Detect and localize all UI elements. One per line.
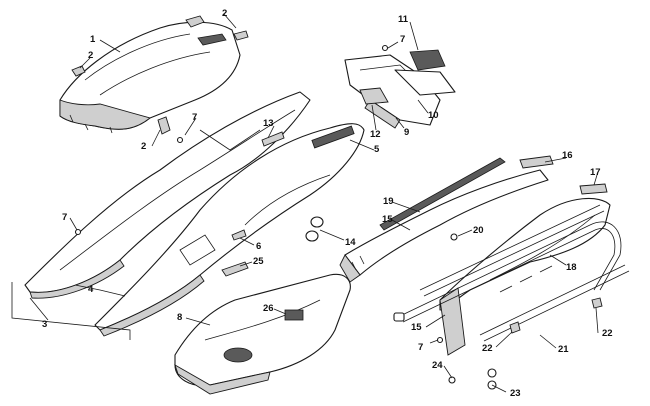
callout-14: 14 (345, 237, 356, 248)
callout-8: 8 (177, 312, 182, 323)
callout-4: 4 (88, 284, 94, 295)
callout-12: 12 (370, 129, 381, 140)
part-8-storage-tub (174, 273, 351, 395)
part-7-fasteners (74, 44, 444, 344)
part-1-rear-cover (59, 21, 241, 134)
callout-7-a: 7 (192, 112, 197, 123)
callout-10: 10 (428, 110, 439, 121)
part-6-bracket (231, 229, 247, 241)
callout-1: 1 (90, 34, 96, 45)
part-4-left-side-panel (24, 91, 311, 299)
part-26-label (284, 309, 304, 321)
part-21-bumper-rails (393, 204, 630, 342)
part-12-bracket (359, 87, 389, 105)
part-14-caps (305, 216, 324, 242)
part-2-clip-left (71, 65, 86, 77)
callout-15-upper: 15 (382, 214, 393, 225)
part-22-fastener (509, 297, 603, 334)
callout-18: 18 (566, 262, 577, 273)
callout-24: 24 (432, 360, 443, 371)
part-25-decal (221, 261, 249, 277)
callout-16: 16 (562, 150, 573, 161)
callout-26: 26 (263, 303, 274, 314)
callout-9: 9 (404, 127, 409, 138)
part-5-right-side-panel: ARCTIC CAT (94, 123, 365, 337)
callout-5: 5 (374, 144, 380, 155)
callout-21: 21 (558, 344, 569, 355)
part-2-clip-lower (157, 116, 171, 135)
callout-7-b: 7 (62, 212, 67, 223)
callout-6: 6 (256, 241, 261, 252)
callout-2-upper: 2 (222, 8, 227, 19)
part-18-rear-grab-bar (439, 197, 611, 356)
part-17-decal (579, 183, 608, 195)
callout-11: 11 (398, 14, 409, 25)
callout-2-lower: 2 (141, 141, 146, 152)
part-11-taillight-lens (409, 49, 446, 71)
callout-20: 20 (473, 225, 484, 236)
leader-lines (29, 13, 599, 393)
part-15-rear-rack-upper (339, 169, 549, 283)
group-3-bracket (11, 282, 131, 340)
part-19-trim-strip (379, 157, 506, 231)
part-20-fastener (450, 233, 458, 241)
part-24-fastener (448, 376, 456, 384)
callout-22-b: 22 (602, 328, 613, 339)
callout-7-d: 7 (418, 342, 423, 353)
callout-3: 3 (42, 319, 47, 330)
callout-25: 25 (253, 256, 264, 267)
callout-labels: 1 2 2 2 3 4 5 6 7 7 7 7 8 9 10 11 12 13 … (42, 8, 613, 399)
callout-23: 23 (510, 388, 521, 399)
part-2-clip-upper (185, 15, 249, 41)
callout-19: 19 (383, 196, 394, 207)
part-13-bracket (261, 131, 285, 147)
callout-15-lower: 15 (411, 322, 422, 333)
callout-17: 17 (590, 167, 601, 178)
callout-7-c: 7 (400, 34, 405, 45)
callout-13: 13 (263, 118, 274, 129)
part-10-reflector (394, 69, 456, 96)
callout-2-left: 2 (88, 50, 93, 61)
part-16-decal (519, 155, 554, 169)
callout-22-a: 22 (482, 343, 493, 354)
